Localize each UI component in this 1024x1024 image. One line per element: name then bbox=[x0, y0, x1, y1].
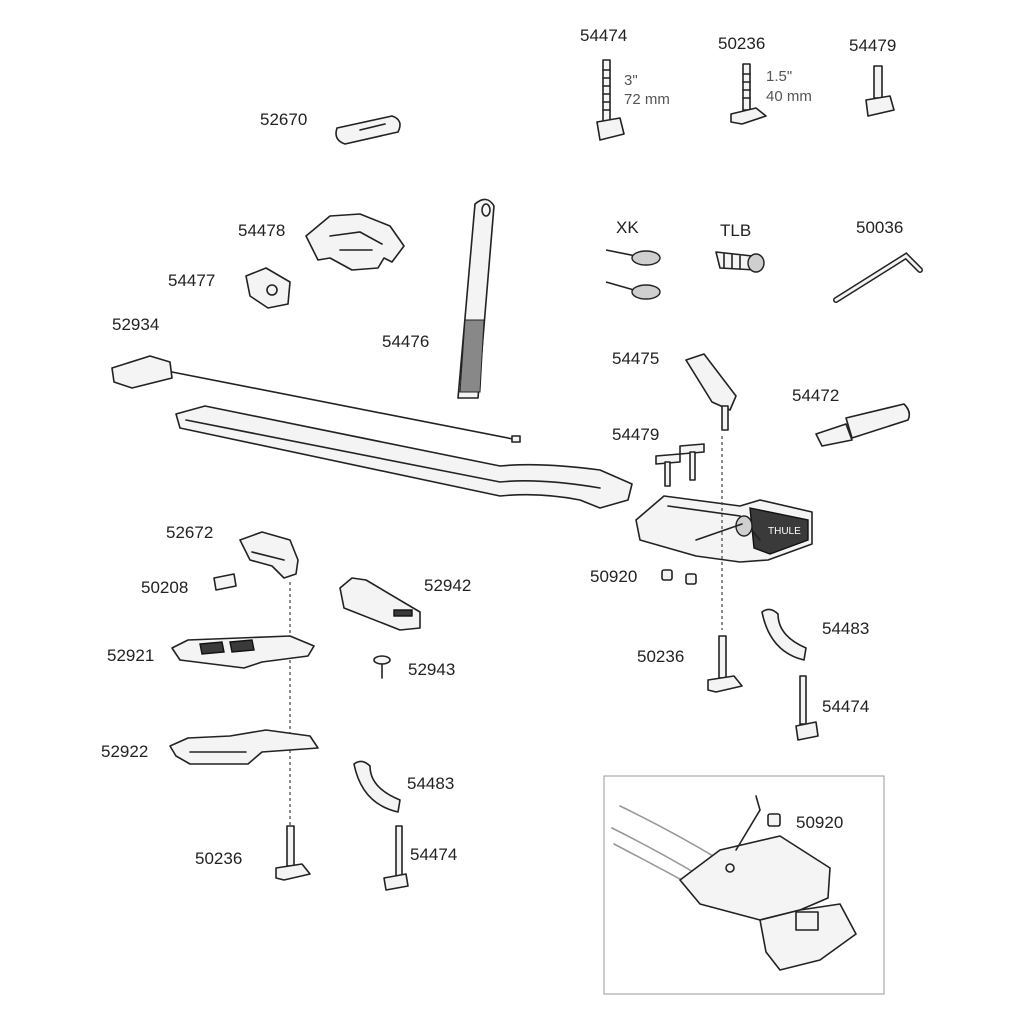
label-52942: 52942 bbox=[424, 576, 472, 595]
label-52670: 52670 bbox=[260, 110, 308, 129]
screw-52943-part bbox=[373, 655, 391, 679]
dim-short-inches: 1.5" bbox=[766, 68, 793, 85]
label-50920-inset: 50920 bbox=[796, 813, 844, 832]
t-bolts-54479-mid-part bbox=[655, 443, 705, 487]
lever-54475-part bbox=[685, 353, 737, 431]
wheel-holder-assembly-part: THULE bbox=[635, 495, 813, 563]
label-52943: 52943 bbox=[408, 660, 456, 679]
label-54479-mid: 54479 bbox=[612, 425, 660, 444]
t-bolt-50236-low-part bbox=[275, 825, 311, 881]
hex-key-50036-part bbox=[833, 252, 923, 303]
cable-52934-part bbox=[111, 355, 521, 443]
label-54477: 54477 bbox=[168, 271, 216, 290]
label-tlb: TLB bbox=[720, 221, 752, 240]
caps-50920-mid-part bbox=[661, 569, 697, 585]
label-54478: 54478 bbox=[238, 221, 286, 240]
label-54474-top: 54474 bbox=[580, 26, 628, 45]
t-bolt-50236-mid-part bbox=[707, 635, 743, 693]
label-54479-top: 54479 bbox=[849, 36, 897, 55]
detail-inset bbox=[603, 775, 885, 995]
label-50208: 50208 bbox=[141, 578, 189, 597]
block-52942-part bbox=[339, 577, 421, 631]
label-54475: 54475 bbox=[612, 349, 660, 368]
label-54483-low: 54483 bbox=[407, 774, 455, 793]
adjuster-knob-54472-part bbox=[815, 403, 911, 447]
label-52934: 52934 bbox=[112, 315, 160, 334]
lock-cylinder-tlb-part bbox=[715, 251, 765, 273]
label-54474-low: 54474 bbox=[410, 845, 458, 864]
clip-54477-part bbox=[245, 267, 291, 309]
frame-52922-part bbox=[169, 729, 319, 765]
brand-mark: THULE bbox=[768, 526, 801, 537]
label-50036: 50036 bbox=[856, 218, 904, 237]
label-54483-mid: 54483 bbox=[822, 619, 870, 638]
keys-xk-part bbox=[605, 249, 661, 300]
label-xk: XK bbox=[616, 218, 639, 237]
dim-long-mm: 72 mm bbox=[624, 91, 670, 108]
label-52922: 52922 bbox=[101, 742, 149, 761]
wheel-cradle-54478-part bbox=[305, 213, 405, 271]
label-54474-mid: 54474 bbox=[822, 697, 870, 716]
label-52672: 52672 bbox=[166, 523, 214, 542]
dim-long-inches: 3" bbox=[624, 72, 638, 89]
strap-54476-part bbox=[457, 198, 495, 399]
t-bolt-54474-mid-part bbox=[795, 675, 819, 741]
label-50236-mid: 50236 bbox=[637, 647, 685, 666]
plate-52921-part bbox=[171, 635, 315, 669]
clamp-54483-low-part bbox=[353, 760, 401, 813]
label-52921: 52921 bbox=[107, 646, 155, 665]
t-bolt-long-top-part bbox=[596, 59, 625, 141]
clamp-52672-part bbox=[239, 531, 299, 579]
label-50236-low: 50236 bbox=[195, 849, 243, 868]
clamp-54483-mid-part bbox=[761, 608, 807, 661]
t-bolt-short-top-part bbox=[730, 63, 767, 125]
t-bolt-54474-low-part bbox=[383, 825, 409, 891]
label-54476: 54476 bbox=[382, 332, 430, 351]
pin-50208-part bbox=[213, 573, 237, 591]
label-50236-top: 50236 bbox=[718, 34, 766, 53]
spacer-52670-part bbox=[335, 115, 401, 145]
main-profile-bar-part bbox=[175, 405, 633, 509]
label-54472: 54472 bbox=[792, 386, 840, 405]
dim-short-mm: 40 mm bbox=[766, 88, 812, 105]
t-bolt-mini-top-part bbox=[865, 65, 895, 117]
label-50920-mid: 50920 bbox=[590, 567, 638, 586]
